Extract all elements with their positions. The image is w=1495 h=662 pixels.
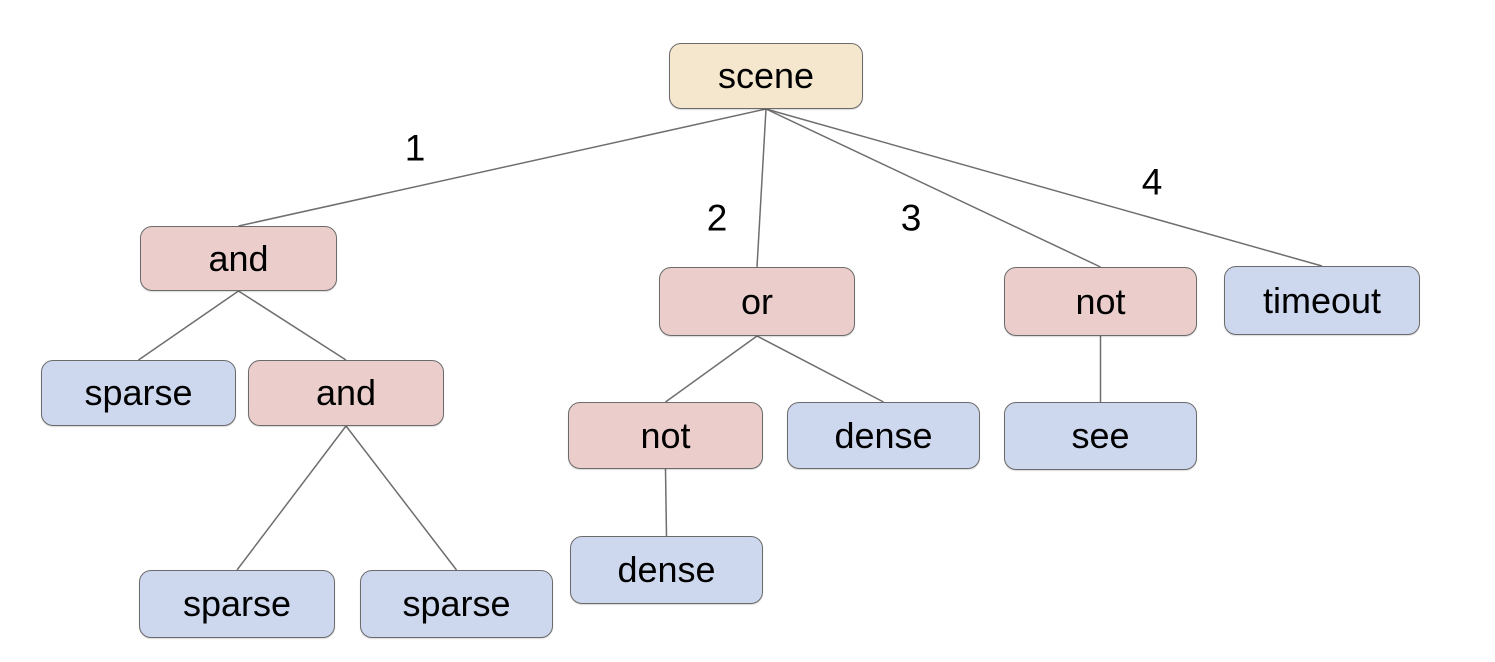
node-label: not bbox=[1075, 280, 1126, 322]
node-see-1: see bbox=[1004, 402, 1197, 470]
edge-label-3: 3 bbox=[900, 197, 922, 239]
node-label: not bbox=[640, 414, 691, 456]
edge-label-1: 1 bbox=[404, 127, 426, 169]
edge-label-4: 4 bbox=[1141, 161, 1163, 203]
node-label: or bbox=[740, 280, 773, 322]
edge-scene-to-not-1 bbox=[765, 108, 1101, 268]
node-label: timeout bbox=[1262, 279, 1382, 321]
node-scene: scene bbox=[669, 43, 863, 109]
edge-scene-to-and-1 bbox=[238, 108, 767, 227]
node-and-1: and bbox=[140, 226, 337, 291]
node-label: and bbox=[208, 237, 269, 279]
node-label: scene bbox=[717, 55, 815, 96]
edge-and-1-to-sparse-1 bbox=[138, 290, 239, 361]
node-timeout-1: timeout bbox=[1224, 266, 1420, 335]
edge-and-2-to-sparse-2 bbox=[236, 425, 347, 571]
node-or-1: or bbox=[659, 267, 855, 336]
node-label: and bbox=[315, 372, 377, 413]
node-label: dense bbox=[834, 414, 933, 456]
node-sparse-2: sparse bbox=[139, 570, 335, 638]
node-label: sparse bbox=[402, 583, 511, 624]
node-not-2: not bbox=[568, 402, 763, 469]
edge-label-2: 2 bbox=[706, 197, 728, 239]
edge-and-2-to-sparse-3 bbox=[345, 425, 458, 571]
node-label: dense bbox=[617, 549, 716, 590]
node-dense-2: dense bbox=[570, 536, 763, 604]
edge-and-1-to-and-2 bbox=[238, 290, 347, 361]
node-label: see bbox=[1071, 415, 1130, 456]
edge-or-1-to-dense-1 bbox=[756, 335, 884, 403]
node-and-2: and bbox=[248, 360, 444, 426]
node-label: sparse bbox=[182, 583, 292, 624]
edge-scene-to-timeout-1 bbox=[765, 108, 1323, 267]
edge-or-1-to-not-2 bbox=[665, 335, 758, 403]
node-sparse-3: sparse bbox=[360, 570, 553, 638]
node-sparse-1: sparse bbox=[41, 360, 236, 426]
edge-not-2-to-dense-2 bbox=[664, 468, 668, 537]
node-not-1: not bbox=[1004, 267, 1197, 336]
node-label: sparse bbox=[84, 372, 193, 413]
node-dense-1: dense bbox=[787, 402, 980, 469]
edge-scene-to-or-1 bbox=[756, 108, 767, 268]
